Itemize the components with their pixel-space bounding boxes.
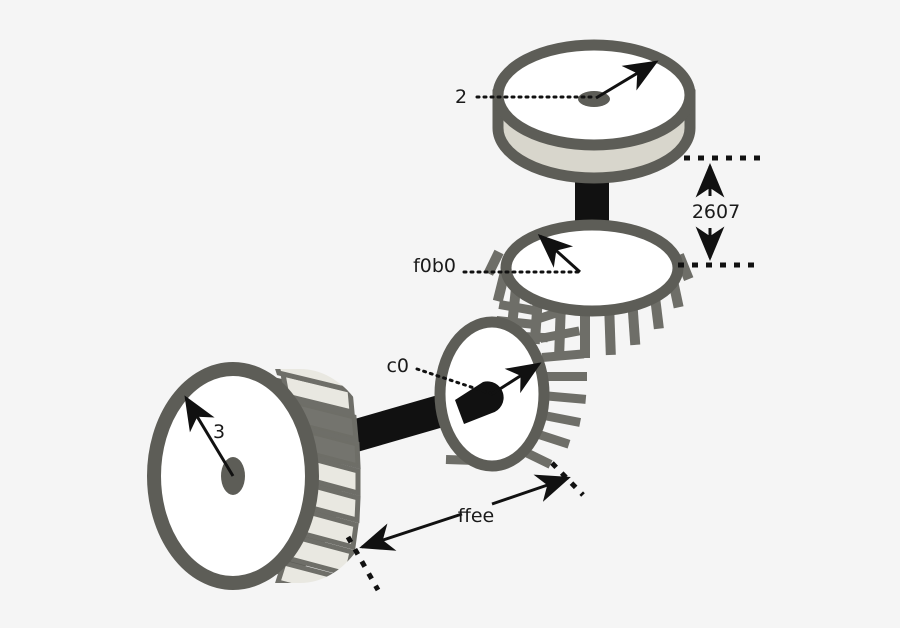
vertical-dimension-2607: 2607 [678,155,760,268]
dim-ffee-arrow-left [359,512,463,551]
callout-c0-leader [415,367,494,396]
large-gear-teeth [268,369,361,583]
callout-top-wheel: 2 [455,60,659,108]
callout-3-arrow [184,395,235,477]
middle-gear-face [500,219,684,317]
callout-f0b0-arrow [537,233,582,274]
large-gear [147,362,361,590]
lower-shaft-cap [455,381,504,424]
label-large-gear: 3 [213,421,225,443]
callout-large-gear: 3 [184,395,235,477]
label-horizontal-dimension: ffee [458,505,494,527]
dim-ffee-arrow-right [491,474,571,506]
callout-c0-arrow [491,362,542,396]
label-vertical-dimension: 2607 [692,201,740,223]
label-lower-gear: c0 [386,355,409,377]
label-top-wheel: 2 [455,86,467,108]
callout-2-arrow [595,60,659,100]
dim-ffee-extension-left [345,535,381,592]
callout-middle-gear: f0b0 [413,233,582,277]
top-wheel [492,39,696,184]
middle-gear [500,219,684,317]
horizontal-dimension-ffee: ffee [345,461,585,592]
callout-lower-gear: c0 [386,355,542,396]
label-middle-gear: f0b0 [413,255,456,277]
